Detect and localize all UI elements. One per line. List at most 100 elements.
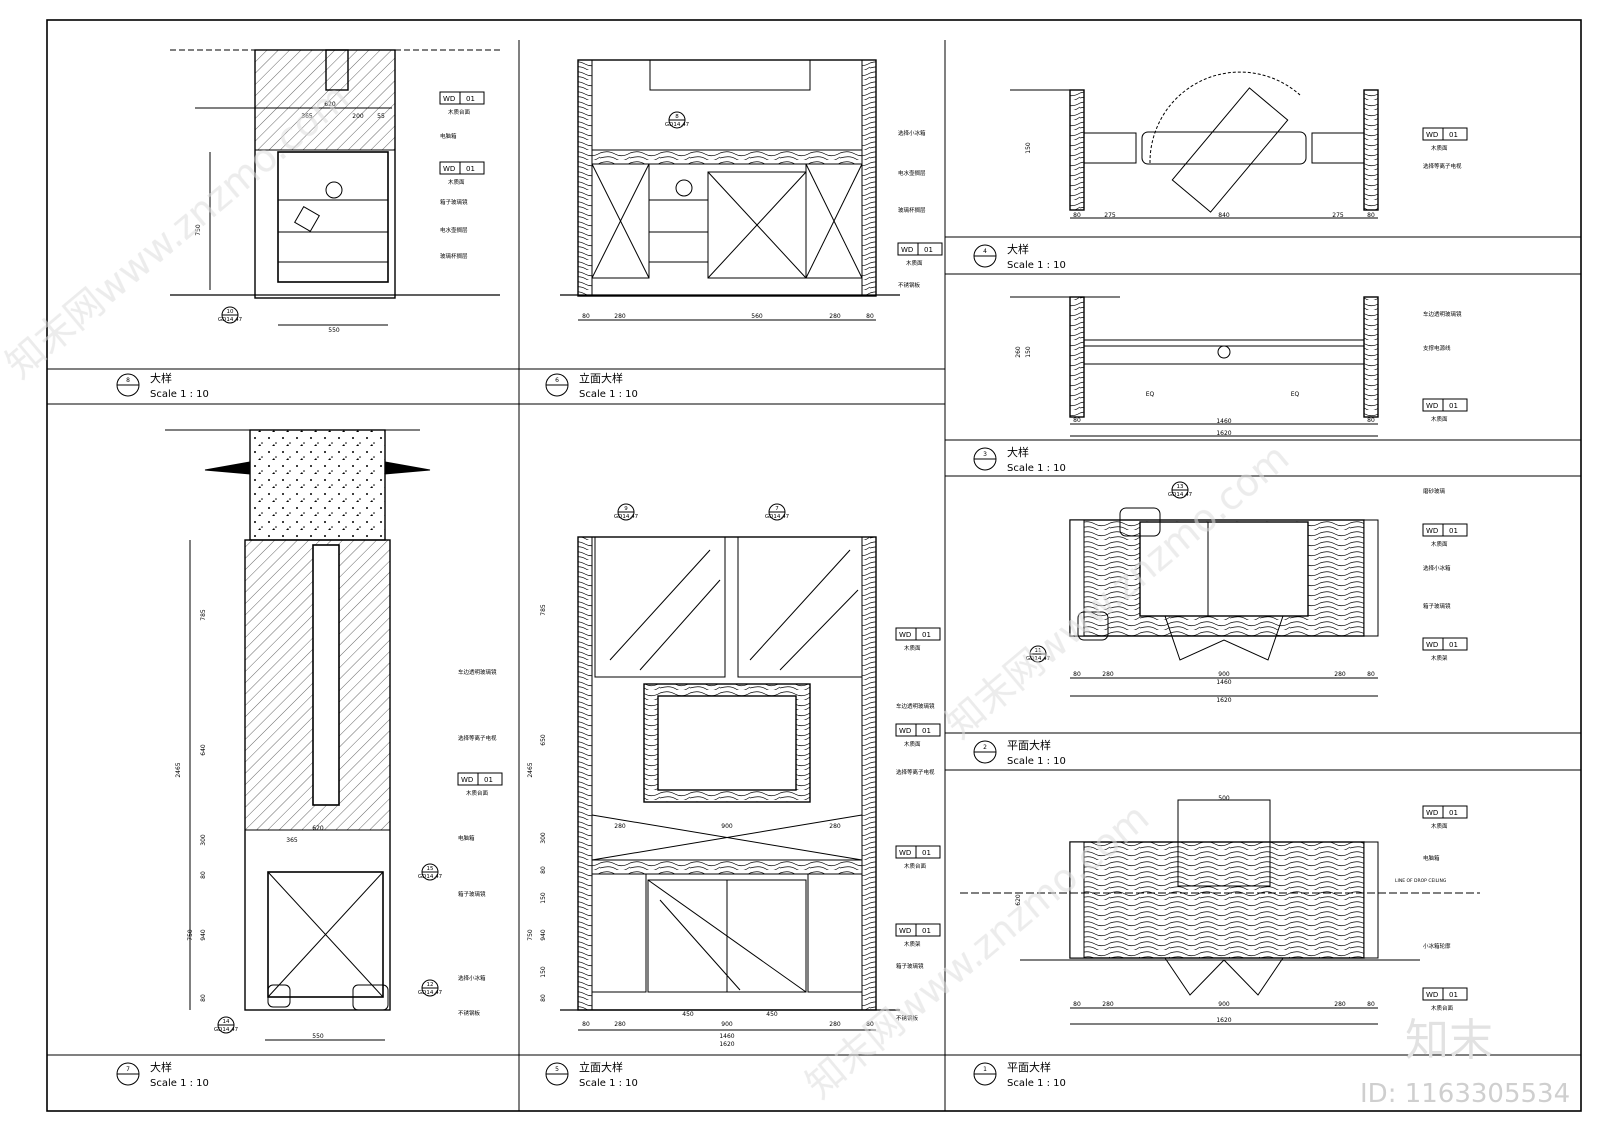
- svg-text:GD14.47: GD14.47: [765, 514, 790, 520]
- svg-text:木质面: 木质面: [1431, 144, 1448, 152]
- dim-text: 300: [540, 832, 547, 844]
- dim-text: 80: [866, 1021, 874, 1028]
- dim-text: 300: [200, 834, 207, 846]
- svg-text:WD: WD: [443, 95, 455, 103]
- svg-text:WD: WD: [901, 246, 913, 254]
- svg-text:01: 01: [1449, 402, 1458, 410]
- annotation: 箱子玻璃镜: [1423, 602, 1451, 610]
- panel-number: 3: [983, 451, 987, 458]
- dim-text: 150: [1025, 346, 1032, 358]
- panel-number: 5: [555, 1066, 559, 1073]
- svg-text:01: 01: [922, 727, 931, 735]
- dim-text: 280: [829, 1021, 841, 1028]
- dim-text: 280: [1334, 671, 1346, 678]
- panel-scale: Scale 1 : 10: [150, 1078, 209, 1089]
- svg-text:01: 01: [922, 631, 931, 639]
- dim-text: 2465: [527, 762, 534, 777]
- panel-title: 平面大样: [1007, 738, 1051, 752]
- watermark-logo: 知末: [1405, 1015, 1493, 1066]
- panel-title: 立面大样: [579, 371, 623, 385]
- dim-text: EQ: [1291, 391, 1300, 398]
- svg-text:WD: WD: [1426, 527, 1438, 535]
- panel-title: 大样: [150, 1060, 172, 1074]
- dim-text: 280: [829, 313, 841, 320]
- dim-text: 1620: [1216, 697, 1231, 704]
- dim-text: 1460: [719, 1033, 734, 1040]
- svg-text:木质面: 木质面: [1431, 822, 1448, 830]
- dim-text: 80: [866, 313, 874, 320]
- dim-text: EQ: [1146, 391, 1155, 398]
- dim-text: 620: [324, 101, 336, 108]
- detail-ref: 13 GD14.47: [1168, 481, 1193, 499]
- detail-ref: 10 GD14.47: [218, 306, 243, 324]
- annotation: 磨砂玻璃: [1423, 487, 1446, 495]
- panel-title: 大样: [150, 371, 172, 385]
- sheet-frame: [46, 19, 1582, 1112]
- panel-number: 4: [983, 248, 987, 255]
- dim-text: 900: [1218, 1001, 1230, 1008]
- dim-text: 80: [540, 866, 547, 874]
- svg-text:01: 01: [922, 927, 931, 935]
- annotation: 不锈钢板: [896, 1014, 919, 1022]
- panel-number: 6: [555, 377, 559, 384]
- annotation: 选择小冰箱: [1423, 564, 1451, 572]
- dim-text: 280: [614, 823, 626, 830]
- svg-text:11: 11: [1035, 648, 1042, 654]
- dim-text: 80: [1073, 212, 1081, 219]
- annotation: 小冰箱轮廓: [1423, 942, 1451, 950]
- svg-text:14: 14: [223, 1019, 230, 1025]
- dim-text: 80: [1367, 212, 1375, 219]
- drawing-7-labels: 785 640 2465 300 80 750 940 80 620 365 5…: [175, 609, 503, 1040]
- annotation: 箱子玻璃镜: [458, 890, 486, 898]
- svg-text:WD: WD: [899, 631, 911, 639]
- detail-ref: 8 GD14.47: [665, 111, 690, 129]
- svg-text:01: 01: [922, 849, 931, 857]
- svg-text:8: 8: [675, 114, 679, 120]
- title-block-7: 7 大样 Scale 1 : 10: [116, 1060, 209, 1089]
- svg-text:WD: WD: [1426, 809, 1438, 817]
- dim-text: 1460: [1216, 679, 1231, 686]
- panel-title: 大样: [1007, 242, 1029, 256]
- dim-text: 1620: [1216, 430, 1231, 437]
- watermark-text: 知末网www.znzmo.com: [0, 75, 357, 387]
- panel-scale: Scale 1 : 10: [1007, 463, 1066, 474]
- annotation: 车边透明玻璃镜: [896, 702, 935, 710]
- annotation: 电水壶搁层: [898, 169, 926, 177]
- drawing-7: [165, 429, 431, 1041]
- svg-text:01: 01: [1449, 131, 1458, 139]
- svg-text:01: 01: [484, 776, 493, 784]
- detail-ref: 9 GD14.47: [614, 503, 639, 521]
- svg-text:WD: WD: [899, 727, 911, 735]
- svg-text:GD14.47: GD14.47: [218, 317, 243, 323]
- svg-text:WD: WD: [461, 776, 473, 784]
- dim-text: 900: [1218, 671, 1230, 678]
- svg-text:WD: WD: [899, 927, 911, 935]
- dim-text: 785: [540, 604, 547, 616]
- dim-text: 450: [766, 1011, 778, 1018]
- dim-text: 80: [1073, 671, 1081, 678]
- detail-ref: 7 GD14.47: [765, 503, 790, 521]
- dim-text: 150: [540, 966, 547, 978]
- dim-text: 80: [1367, 417, 1375, 424]
- svg-text:GD14.47: GD14.47: [614, 514, 639, 520]
- dim-text: 280: [614, 1021, 626, 1028]
- svg-text:12: 12: [427, 982, 434, 988]
- dim-text: 80: [200, 871, 207, 879]
- drawing-8: [170, 49, 500, 326]
- detail-ref: 14 GD14.47: [214, 1016, 239, 1034]
- dim-text: 2465: [175, 762, 182, 777]
- dim-text: 650: [540, 734, 547, 746]
- svg-text:木质面: 木质面: [1431, 415, 1448, 423]
- dim-text: 260: [1015, 346, 1022, 358]
- dim-text: 620: [312, 825, 324, 832]
- dim-text: 80: [582, 313, 590, 320]
- panel-scale: Scale 1 : 10: [1007, 260, 1066, 271]
- dim-text: 500: [1218, 795, 1230, 802]
- svg-text:GD14.47: GD14.47: [418, 874, 443, 880]
- dim-text: 620: [1015, 894, 1022, 906]
- annotation: 玻璃杯搁层: [440, 252, 468, 260]
